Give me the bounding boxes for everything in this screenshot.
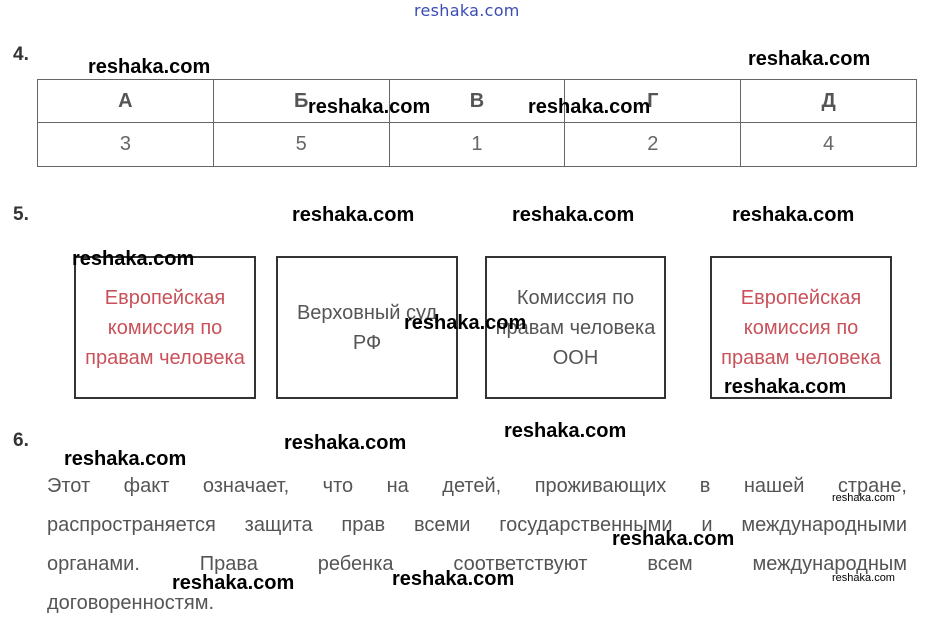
watermark: reshaka.com xyxy=(308,96,431,118)
table-header-cell: Д xyxy=(740,79,917,123)
table-header-cell: Б xyxy=(212,79,390,123)
table-row: 3 5 1 2 4 xyxy=(37,122,917,167)
answer-box-text: Комиссия по правам человека ООН xyxy=(495,286,656,369)
watermark: reshaka.com xyxy=(504,420,627,442)
table-cell: 5 xyxy=(212,122,390,167)
watermark-top: reshaka.com xyxy=(414,1,520,20)
watermark: reshaka.com xyxy=(512,204,635,226)
table-cell: 3 xyxy=(37,122,214,167)
section-number-5: 5. xyxy=(13,204,29,225)
watermark: reshaka.com xyxy=(64,448,187,470)
section-number-6: 6. xyxy=(13,430,29,451)
table-header-cell: А xyxy=(37,79,214,123)
answer-box-3: Комиссия по правам человека ООН xyxy=(485,256,666,399)
answer-table: А Б В Г Д 3 5 1 2 4 xyxy=(37,79,917,167)
paragraph-line: договоренностям. xyxy=(47,592,215,614)
watermark: reshaka.com xyxy=(88,56,211,78)
watermark: reshaka.com xyxy=(404,312,527,334)
paragraph-line: Этот факт означает, что на детей, прожив… xyxy=(47,475,907,497)
paragraph-line: органами. Права ребенка соответствуют вс… xyxy=(47,553,907,575)
paragraph-line: распространяется защита прав всеми госуд… xyxy=(47,514,907,536)
watermark-small: reshaka.com xyxy=(832,572,895,584)
watermark: reshaka.com xyxy=(528,96,651,118)
answer-box-text: Верховный суд РФ xyxy=(296,301,438,354)
watermark-small: reshaka.com xyxy=(832,492,895,504)
watermark: reshaka.com xyxy=(284,432,407,454)
watermark: reshaka.com xyxy=(72,248,195,270)
watermark: reshaka.com xyxy=(392,568,515,590)
table-cell: 4 xyxy=(740,122,917,167)
answer-box-1: Европейская комиссия по правам человека xyxy=(74,256,256,399)
watermark: reshaka.com xyxy=(724,376,847,398)
answer-paragraph: Этот факт означает, что на детей, прожив… xyxy=(47,467,907,623)
answer-box-2: Верховный суд РФ xyxy=(276,256,458,399)
answer-box-4: Европейская комиссия по правам человека xyxy=(710,256,892,399)
table-cell: 1 xyxy=(388,122,566,167)
table-header-row: А Б В Г Д xyxy=(37,79,917,123)
answer-box-text: Европейская комиссия по правам человека xyxy=(721,286,881,369)
watermark: reshaka.com xyxy=(612,528,735,550)
table-header-cell: В xyxy=(388,79,566,123)
answer-box-text: Европейская комиссия по правам человека xyxy=(85,286,245,369)
watermark: reshaka.com xyxy=(748,48,871,70)
watermark: reshaka.com xyxy=(732,204,855,226)
watermark: reshaka.com xyxy=(292,204,415,226)
watermark: reshaka.com xyxy=(172,572,295,594)
section-number-4: 4. xyxy=(13,44,29,65)
table-cell: 2 xyxy=(564,122,742,167)
